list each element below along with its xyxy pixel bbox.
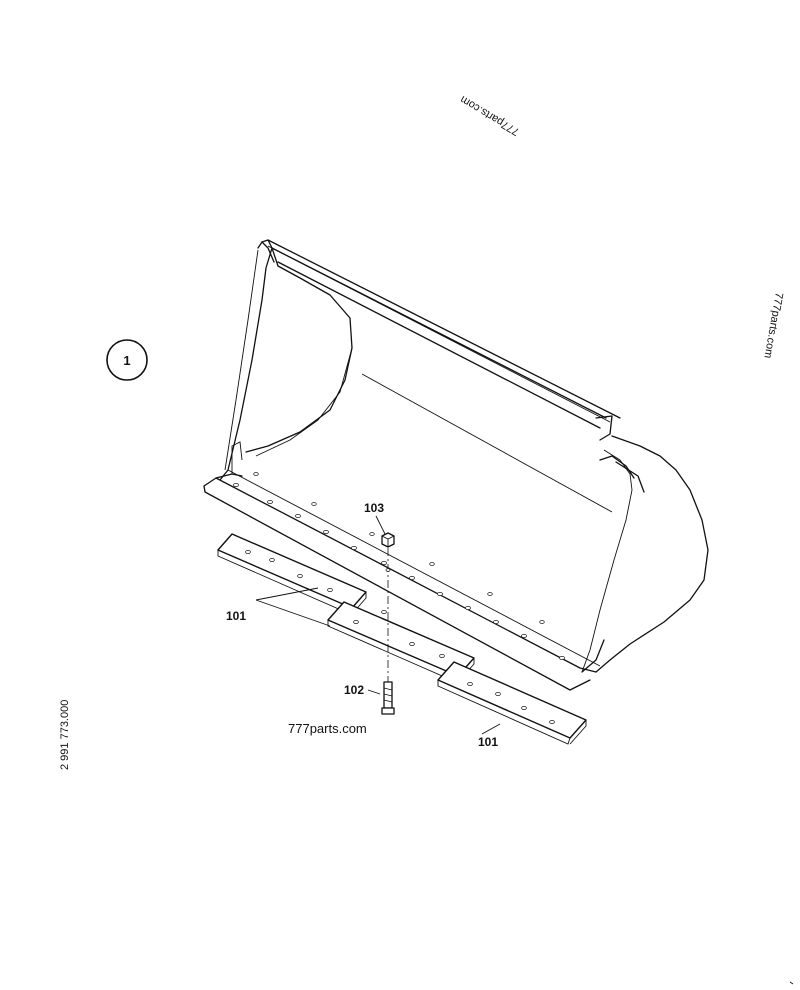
- callout-101-left: 101: [226, 609, 246, 623]
- leader-lines: [255, 515, 501, 735]
- base-edge-holes: [233, 472, 565, 661]
- watermark-top: 777parts.com: [458, 93, 521, 138]
- callout-102: 102: [344, 683, 364, 697]
- watermark-main: 777parts.com: [288, 721, 367, 736]
- cutting-edge-middle: [327, 601, 475, 683]
- cutting-edge-right: [437, 661, 587, 745]
- assembly-number-badge: 1: [106, 339, 148, 381]
- nut: [381, 532, 395, 548]
- loader-bucket: [203, 239, 709, 691]
- callout-103: 103: [364, 501, 384, 515]
- callout-101-right: 101: [478, 735, 498, 749]
- document-number: 2 991 773.000: [59, 700, 71, 770]
- assembly-number: 1: [123, 353, 130, 368]
- watermark-right: 777parts.com: [761, 291, 784, 359]
- bolt: [381, 681, 395, 715]
- corner-mark: [789, 981, 794, 985]
